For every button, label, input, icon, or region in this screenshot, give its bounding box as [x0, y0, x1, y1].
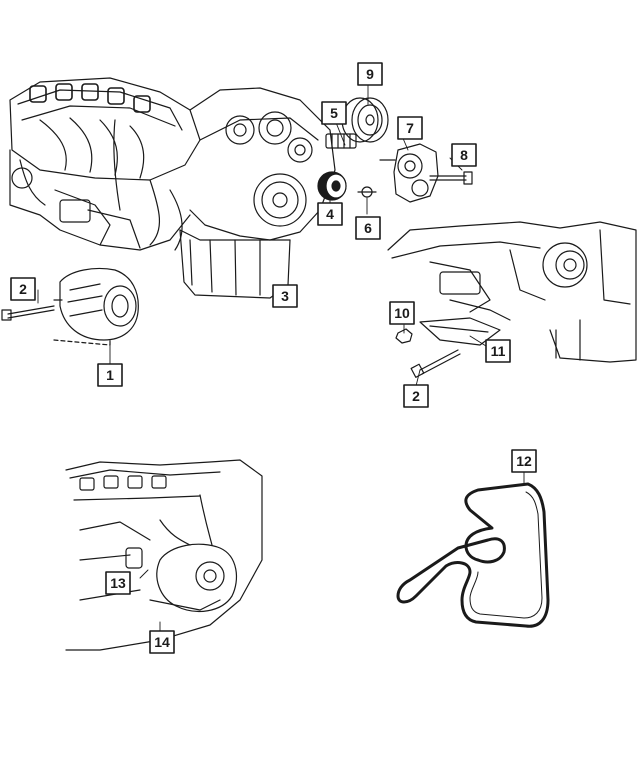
callout-13-label: 13 — [110, 575, 126, 591]
callout-3-label: 3 — [281, 288, 289, 304]
bolt-right — [410, 349, 461, 378]
callout-9-box — [357, 62, 383, 86]
callout-5-label: 5 — [330, 105, 338, 121]
callout-11-box — [485, 339, 511, 363]
callout-8-box — [451, 143, 477, 167]
callout-boxes — [10, 62, 537, 654]
callout-14-label: 14 — [154, 634, 170, 650]
serpentine-belt — [396, 482, 550, 628]
callout-1-label: 1 — [106, 367, 114, 383]
callout-5-box — [321, 101, 347, 125]
callout-6-box — [355, 216, 381, 240]
callout-7-box — [397, 116, 423, 140]
callout-11-label: 11 — [491, 343, 506, 359]
callout-3-box — [272, 284, 298, 308]
callout-2b-box — [403, 384, 429, 408]
callout-10-label: 10 — [394, 305, 410, 321]
callout-13-box — [105, 571, 131, 595]
callout-9-label: 9 — [366, 66, 374, 82]
callout-4-label: 4 — [326, 206, 334, 222]
callout-2a-label: 2 — [19, 281, 27, 297]
callout-8-label: 8 — [460, 147, 468, 163]
callout-12-box — [511, 449, 537, 473]
callout-labels: 1 2 2 3 4 5 6 7 8 9 10 11 12 13 14 — [19, 66, 532, 650]
nut-10 — [395, 328, 413, 344]
bolt-left — [1, 305, 55, 321]
callout-2a-box — [10, 277, 36, 301]
alternator — [53, 267, 139, 346]
belt-tensioner — [379, 143, 439, 203]
pulley-9 — [341, 97, 389, 143]
callout-4-box — [317, 202, 343, 226]
callout-14-box — [149, 630, 175, 654]
bolt-8 — [429, 171, 473, 185]
callout-1-box — [97, 363, 123, 387]
callout-7-label: 7 — [406, 120, 414, 136]
callout-12-label: 12 — [516, 453, 532, 469]
callout-6-label: 6 — [364, 220, 372, 236]
bracket-11 — [419, 317, 501, 346]
callout-10-box — [389, 301, 415, 325]
engine-illustration — [9, 77, 336, 299]
callout-2b-label: 2 — [412, 388, 420, 404]
engine-lower-view — [65, 459, 263, 651]
bolt-6 — [357, 186, 377, 198]
idler-pulley — [317, 171, 347, 201]
engine-right-view — [387, 221, 637, 363]
